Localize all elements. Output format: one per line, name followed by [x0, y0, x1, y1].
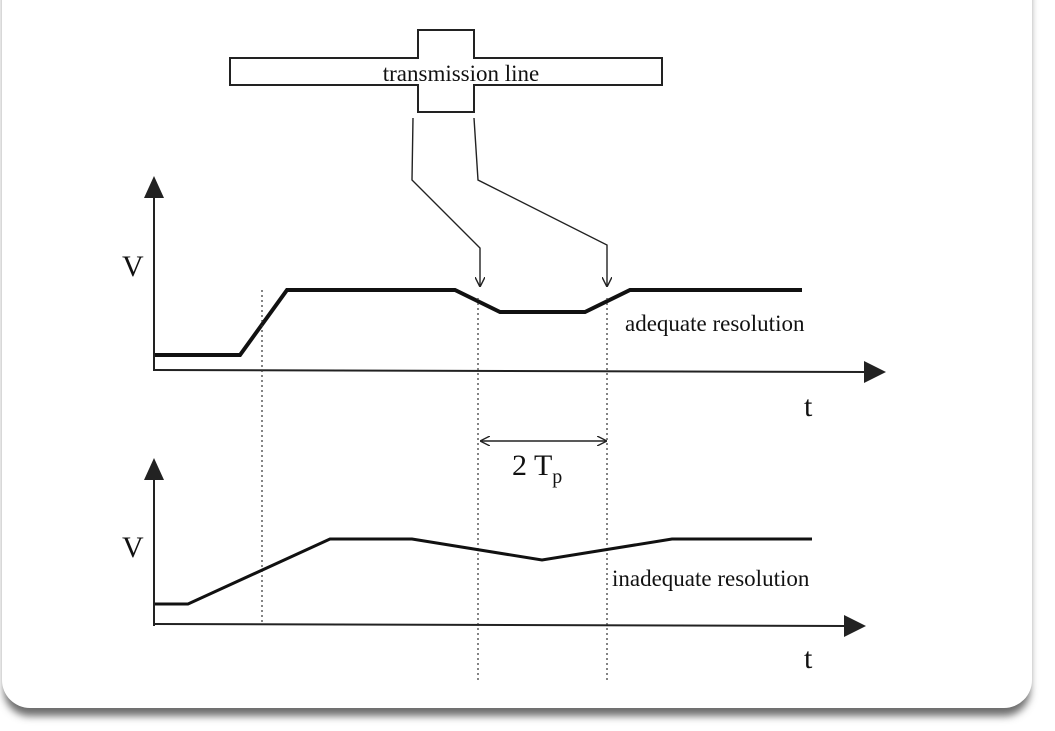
- leader-line-left: [411, 117, 480, 286]
- bottom-x-axis: [153, 623, 847, 627]
- bottom-y-label: V: [122, 531, 144, 564]
- bottom-x-axis-arrow-icon: [844, 615, 866, 637]
- bottom-caption: inadequate resolution: [612, 566, 810, 591]
- transmission-line-shape: [229, 29, 663, 113]
- top-y-axis-arrow-icon: [144, 176, 164, 198]
- top-caption: adequate resolution: [625, 311, 805, 336]
- interval-label: 2 Tp: [512, 449, 562, 488]
- bottom-x-label: t: [804, 642, 813, 675]
- top-x-label: t: [804, 390, 813, 423]
- top-waveform: [155, 288, 802, 357]
- top-x-axis: [153, 369, 867, 373]
- top-y-label: V: [122, 250, 144, 283]
- transmission-line-label: transmission line: [383, 61, 540, 86]
- bottom-y-axis-arrow-icon: [144, 458, 164, 480]
- top-x-axis-arrow-icon: [864, 361, 886, 383]
- leader-line-right: [473, 117, 607, 286]
- bottom-waveform: [155, 537, 812, 606]
